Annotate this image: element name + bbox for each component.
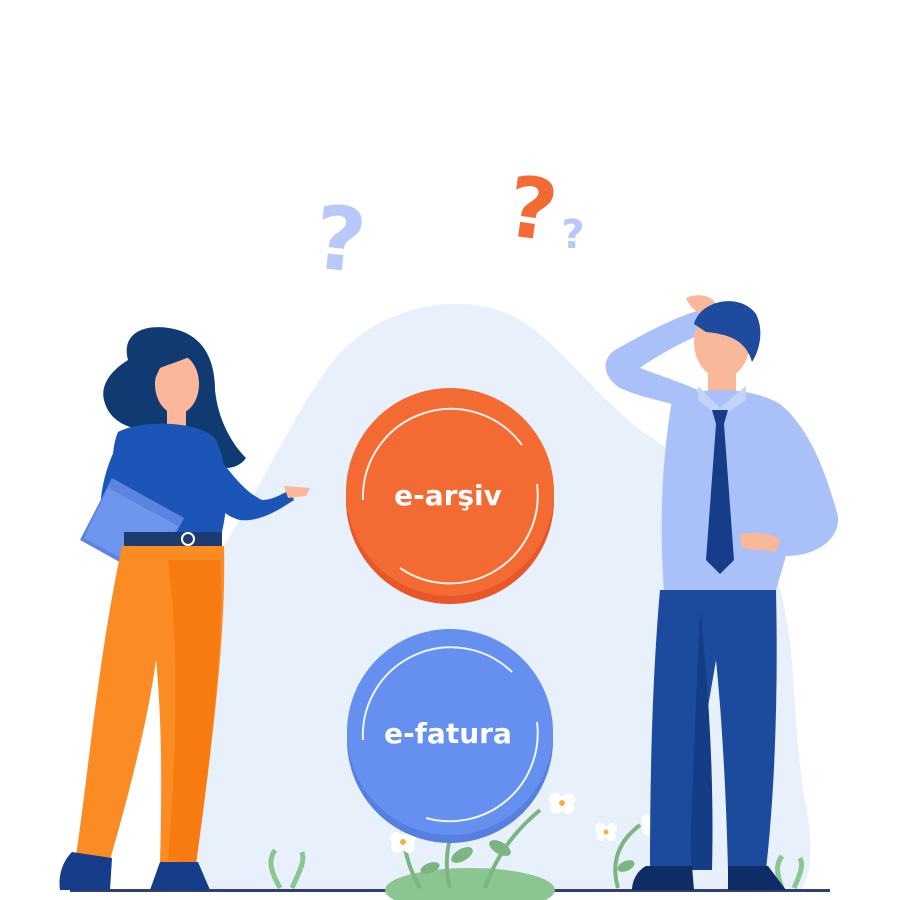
- question-mark-icon: ?: [309, 186, 371, 294]
- coin-e-arsiv: e-arşiv: [346, 388, 554, 604]
- flower-icon: [595, 823, 617, 841]
- coin-e-fatura: e-fatura: [347, 629, 553, 843]
- coin-label-e-arsiv: e-arşiv: [394, 479, 502, 512]
- question-mark-icon: ?: [501, 157, 563, 261]
- flower-icon: [549, 793, 575, 814]
- question-mark-icon: ?: [561, 212, 584, 258]
- coin-label-e-fatura: e-fatura: [384, 717, 512, 750]
- man-figure: [605, 295, 839, 890]
- woman-figure: [59, 327, 310, 890]
